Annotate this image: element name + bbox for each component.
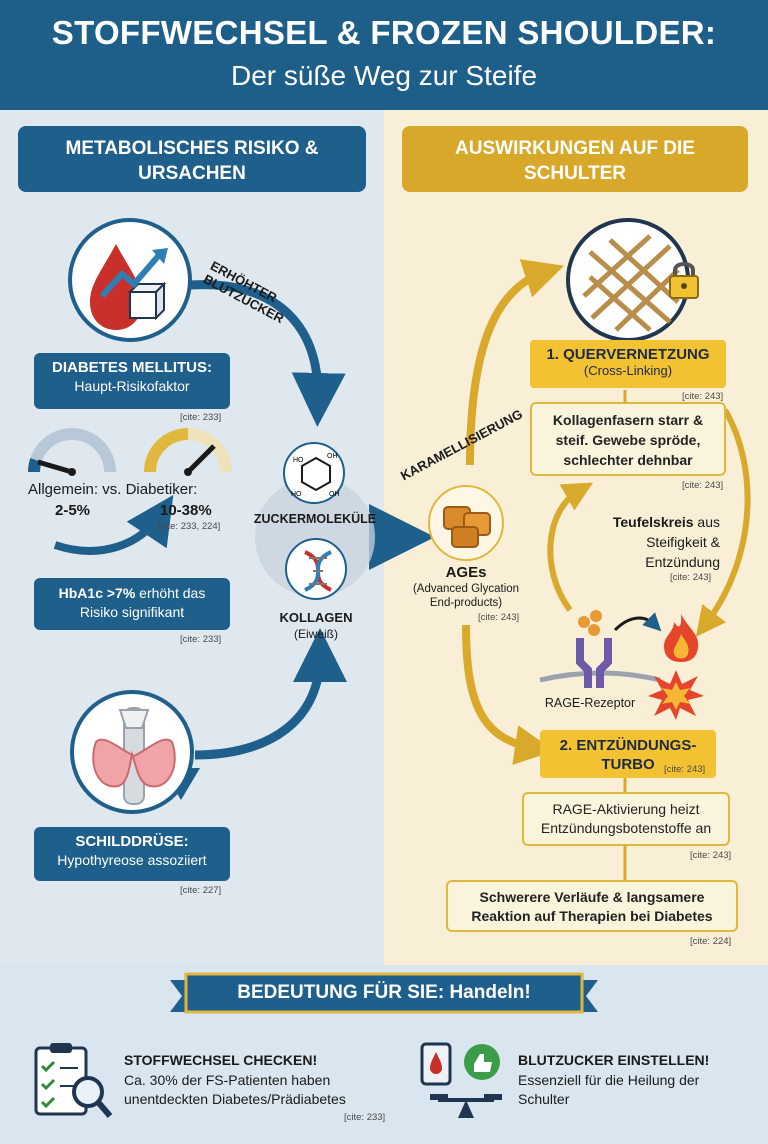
left-section-heading: METABOLISCHES RISIKO & URSACHEN [18,126,366,192]
cycle-prefix: Teufelskreis [612,514,694,530]
to-crosslink-arrow [466,259,565,466]
action-banner: BEDEUTUNG FÜR SIE: Handeln! [170,972,598,1016]
inflammation-cite: [cite: 243] [664,764,706,775]
svg-text:OH: OH [327,453,338,460]
thyroid-cite: [cite: 227] [180,885,222,896]
caramel-icon-circle [428,485,504,561]
svg-text:HO: HO [293,457,304,464]
hba1c-text: erhöht das Risiko signifikant [79,585,206,620]
vs-label: vs. [102,481,122,498]
page-subtitle: Der süße Weg zur Steife [230,60,538,91]
severe-course-box: Schwerere Verläufe & langsamere Reaktion… [446,880,738,932]
diabetic-gauge [144,428,232,476]
blood-drop-icon [90,244,168,330]
inflammation-title: 2. ENTZÜNDUNGS-TURBO [540,730,716,778]
collagen-fibers-cite: [cite: 243] [682,480,724,491]
rage-activation-cite: [cite: 243] [690,850,732,861]
thyroid-icon [92,707,176,805]
fiber-mesh-icon [582,234,680,332]
cycle-arrow-right [695,408,751,637]
thyroid-text: Hypothyreose assoziiert [57,852,207,868]
sugar-molecule-icon: HO OH HO OH [283,442,345,504]
burst-icon [648,668,704,720]
hba1c-box: HbA1c >7% erhöht das Risiko signifikant [34,578,230,630]
svg-text:OH: OH [329,491,340,498]
action-banner-text: BEDEUTUNG FÜR SIE: Handeln! [237,982,531,1003]
cycle-arrow-left [547,482,594,612]
general-gauge [28,428,116,476]
diabetes-title: DIABETES MELLITUS: [52,359,212,376]
cycle-text: Teufelskreis aus Steifigkeit & Entzündun… [580,512,720,572]
crosslink-title-box: 1. QUERVERNETZUNG (Cross-Linking) [530,340,726,388]
general-value: 2-5% [55,502,91,519]
crosslink-title: 1. QUERVERNETZUNG [546,346,710,363]
checklist-magnifier-icon [28,1040,114,1122]
page-title: STOFFWECHSEL & FROZEN SHOULDER: [51,14,717,51]
crosslink-sub: (Cross-Linking) [583,363,673,378]
thyroid-icon-circle [70,690,194,814]
general-label: Allgemein: [28,481,99,498]
rage-label: RAGE-Rezeptor [544,696,636,710]
check-cite: [cite: 233] [344,1112,386,1123]
glucometer-thumbs-icon [418,1038,512,1126]
diabetes-text: Haupt-Risikofaktor [74,378,190,394]
collagen-sub: (Eiweiß) [294,627,338,641]
sugar-label: ZUCKERMOLEKÜLE [253,512,377,526]
check-text: Ca. 30% der FS-Patienten haben unentdeck… [124,1072,346,1107]
ages-title: AGEs [445,564,487,581]
hba1c-cite: [cite: 233] [180,634,222,645]
collagen-fibers-box: Kollagenfasern starr & steif. Gewebe spr… [530,402,726,476]
blood-sugar-arrow [189,280,346,427]
rage-receptor-icon [539,608,661,692]
rage-activation-box: RAGE-Aktivierung heizt Entzündungsbotens… [522,792,730,846]
thyroid-box: SCHILDDRÜSE: Hypothyreose assoziiert [34,827,230,881]
to-inflammation-arrow [462,624,555,765]
caramel-icon [443,506,491,548]
collagen-dna-icon [285,538,347,600]
severe-course-cite: [cite: 224] [690,936,732,947]
adjust-text: Essenziell für die Heilung der Schulter [518,1072,700,1107]
check-title: STOFFWECHSEL CHECKEN! [124,1052,318,1068]
diabetic-label: Diabetiker: [125,481,198,498]
cycle-body: aus Steifigkeit & Entzündung [645,514,720,570]
crosslink-cite: [cite: 243] [682,391,724,402]
hba1c-bold: HbA1c >7% [58,585,136,601]
flame-icon [658,612,704,664]
risk-increase-arrow [53,495,174,555]
ages-cite: [cite: 243] [478,612,520,623]
collagen-label: KOLLAGEN [279,610,353,625]
adjust-title: BLUTZUCKER EINSTELLEN! [518,1052,710,1068]
diabetes-icon-circle [68,218,192,342]
right-section-heading: AUSWIRKUNGEN AUF DIE SCHULTER [402,126,748,192]
gauge-cite: [cite: 233, 224] [158,521,221,532]
cycle-cite: [cite: 243] [670,572,712,583]
thyroid-title: SCHILDDRÜSE: [75,833,189,850]
diabetes-box: DIABETES MELLITUS: Haupt-Risikofaktor [34,353,230,409]
header-banner: STOFFWECHSEL & FROZEN SHOULDER: Der süße… [0,0,768,110]
ages-sub: (Advanced Glycation End-products) [412,583,520,609]
svg-text:HO: HO [291,491,302,498]
thyroid-arrow [194,628,347,760]
lock-icon [667,260,701,300]
diabetic-value: 10-38% [160,502,212,519]
diabetes-cite: [cite: 233] [180,412,222,423]
